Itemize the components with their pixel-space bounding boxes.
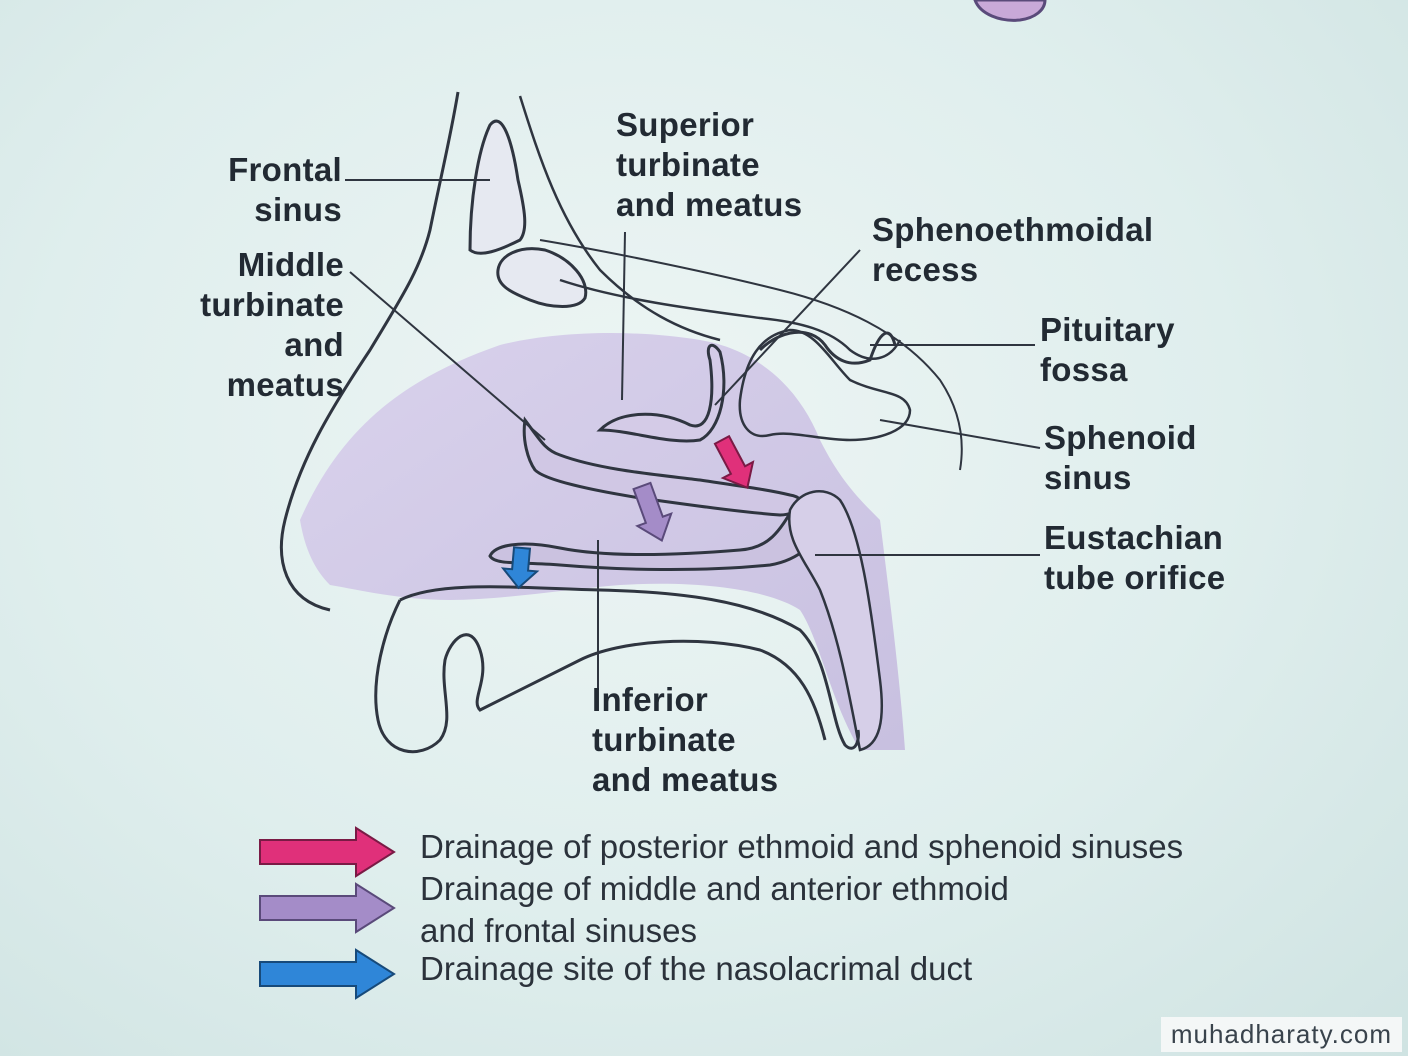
middle-turbinate-leader (349, 271, 546, 441)
skull-base-upper (539, 239, 963, 471)
superior-turbinate (596, 343, 726, 443)
lilac-drainage-arrow (632, 481, 673, 542)
label-eustachian-tube: Eustachian tube orifice (1044, 519, 1226, 596)
label-inferior-turbinate: Inferior turbinate and meatus (592, 681, 779, 798)
sphenoethmoidal-leader (714, 249, 861, 406)
blue-drainage-arrow (500, 546, 540, 590)
legend-text-posterior-ethmoid: Drainage of posterior ethmoid and spheno… (420, 828, 1184, 865)
pink-drainage-arrow (713, 434, 755, 490)
superior-turbinate-leader (621, 231, 626, 401)
label-superior-turbinate: Superior turbinate and meatus (616, 106, 803, 223)
inner-nose-line (518, 95, 721, 342)
label-pituitary-fossa: Pituitary fossa (1040, 311, 1175, 388)
label-sphenoid-sinus: Sphenoid sinus (1044, 419, 1197, 496)
ethmoid-cell-shape (496, 247, 588, 308)
palate-floor (399, 585, 860, 750)
label-middle-turbinate: Middle turbinate and meatus (200, 246, 344, 403)
lip-outline (374, 599, 827, 754)
label-frontal-sinus: Frontal sinus (228, 151, 342, 228)
nasal-cavity-tissue (300, 333, 905, 750)
pituitary-fossa-shape (758, 330, 897, 365)
frontal-sinus-shape (468, 119, 527, 255)
sphenoid-leader (879, 419, 1041, 449)
legend-item-middle-anterior-ethmoid: Drainage of middle and anterior ethmoid … (258, 868, 1009, 952)
legend-item-posterior-ethmoid: Drainage of posterior ethmoid and spheno… (258, 826, 1183, 878)
corner-blob (973, 0, 1047, 22)
legend-text-middle-anterior-ethmoid: Drainage of middle and anterior ethmoid … (420, 870, 1009, 949)
legend-item-nasolacrimal: Drainage site of the nasolacrimal duct (258, 948, 972, 1000)
legend-text-nasolacrimal: Drainage site of the nasolacrimal duct (420, 950, 973, 987)
legend-blue-arrow-icon (259, 948, 396, 1000)
label-sphenoethmoidal-recess: Sphenoethmoidal recess (872, 211, 1154, 288)
nose-outline (279, 91, 460, 612)
legend-lilac-arrow-icon (259, 882, 396, 934)
watermark: muhadharaty.com (1160, 1017, 1402, 1052)
legend-pink-arrow-icon (259, 826, 396, 878)
sphenoid-sinus-shape (738, 328, 912, 442)
eustachian-torus (787, 490, 884, 752)
